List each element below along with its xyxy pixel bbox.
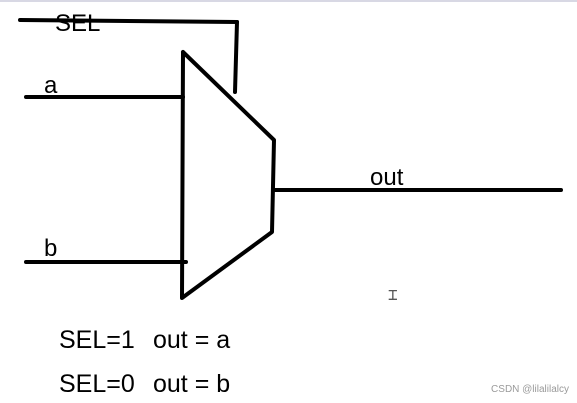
- output-label: out: [370, 164, 404, 191]
- input-a-label: a: [44, 72, 58, 99]
- watermark: CSDN @lilalilalcy: [491, 384, 569, 395]
- truth-row-sel1-result: out = a: [153, 326, 231, 354]
- sel-label: SEL: [55, 10, 101, 37]
- sel-wire-vertical: [233, 20, 239, 94]
- truth-row-sel0-result: out = b: [153, 370, 231, 398]
- text-cursor-icon: ⌶: [388, 285, 398, 304]
- input-b-label: b: [44, 235, 58, 262]
- sel-wire-horizontal: [18, 18, 239, 24]
- truth-row-sel0-condition: SEL=0: [59, 370, 135, 398]
- truth-row-sel1-condition: SEL=1: [59, 326, 135, 354]
- top-border: [0, 0, 577, 2]
- mux-body: [180, 50, 276, 300]
